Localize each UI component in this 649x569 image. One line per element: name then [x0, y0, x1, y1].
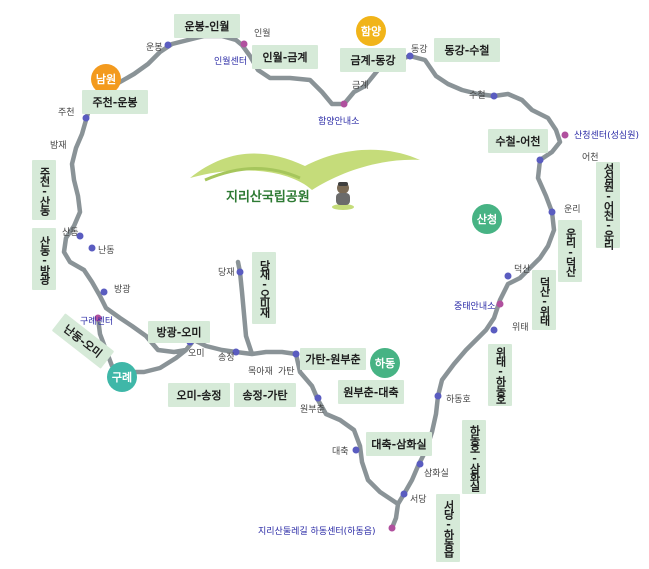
node-gatan: [292, 350, 300, 358]
region-gurye-badge: 구례: [107, 362, 137, 392]
segment-daechuk-samhwasil[interactable]: 대축-삼화실: [366, 432, 432, 456]
town-label: 서당: [410, 495, 427, 505]
node-eocheon: [536, 156, 544, 164]
town-label: 오미: [188, 349, 205, 359]
segment-witae-hadongho[interactable]: 위태-하동호: [488, 344, 512, 406]
segment-seodang-hadongeup[interactable]: 서당-하동읍: [436, 494, 460, 562]
center-label: 구례센터: [80, 317, 114, 327]
center-label: 인월센터: [214, 57, 248, 67]
segment-sandong-bangkwang[interactable]: 산동-방광: [32, 228, 56, 290]
town-label: 당재: [218, 268, 235, 278]
segment-omi-songjeong[interactable]: 오미-송정: [168, 383, 230, 407]
node-sandong: [76, 232, 84, 240]
segment-jucheon-unbong[interactable]: 주천-운봉: [82, 90, 148, 114]
town-label: 밤재: [50, 141, 67, 151]
node-inwol: [240, 40, 248, 48]
segment-wonbuchun-daechuk[interactable]: 원부춘-대축: [338, 380, 404, 404]
trail-route: [61, 33, 563, 531]
town-label: 송정: [218, 353, 235, 363]
town-label: 어천: [582, 153, 599, 163]
segment-donggang-sucheol[interactable]: 동강-수철: [434, 38, 500, 62]
town-label: 원부춘: [300, 405, 325, 415]
region-hamyang-badge: 함양: [356, 16, 386, 46]
node-hadong-center: [388, 524, 396, 532]
segment-hadongho-samhwasil[interactable]: 하동호-삼화실: [462, 420, 486, 494]
node-seodang: [400, 490, 408, 498]
ranger-icon: [330, 180, 356, 210]
node-hadongho: [434, 392, 442, 400]
town-label: 목아재: [248, 367, 273, 377]
segment-songjeong-gatan[interactable]: 송정-가탄: [234, 383, 296, 407]
segment-gatan-wonbuchun[interactable]: 가탄-원부춘: [300, 348, 366, 370]
town-label: 난동: [98, 246, 115, 256]
node-nandong: [88, 244, 96, 252]
node-bangkwang: [100, 288, 108, 296]
trail-nodes: [76, 40, 569, 532]
node-songjeong: [232, 348, 240, 356]
town-label: 운리: [564, 205, 581, 215]
town-label: 동강: [411, 45, 428, 55]
segment-jucheon-sandong[interactable]: 주천-산동: [32, 160, 56, 220]
node-unbong: [164, 41, 172, 49]
town-label: 대축: [332, 447, 349, 457]
town-label: 삼화실: [424, 469, 449, 479]
node-jucheon: [82, 114, 90, 122]
segment-unri-deoksan[interactable]: 운리-덕산: [558, 220, 582, 282]
town-label: 덕산: [514, 265, 531, 275]
town-label: 위태: [512, 323, 529, 333]
region-hadong-badge: 하동: [370, 348, 400, 378]
town-label: 인월: [254, 29, 271, 39]
center-label: 지리산둘레길 하동센터(하동읍): [258, 527, 376, 537]
node-jungtae: [496, 300, 504, 308]
region-sancheong-badge: 산청: [472, 204, 502, 234]
node-deoksan: [504, 272, 512, 280]
center-label: 산청센터(성심원): [574, 131, 639, 141]
node-gurye-center: [94, 314, 102, 322]
town-label: 금계: [352, 81, 369, 91]
segment-geumgye-donggang[interactable]: 금계-동강: [340, 48, 406, 72]
segment-sucheol-eocheon[interactable]: 수철-어천: [488, 129, 548, 153]
segment-unbong-inwol[interactable]: 운봉-인월: [174, 14, 240, 38]
town-label: 산동: [62, 228, 79, 238]
segment-inwol-geumgye[interactable]: 인월-금계: [252, 45, 318, 69]
town-label: 주천: [58, 108, 75, 118]
mountain-emblem: [190, 149, 420, 190]
park-name: 지리산국립공원: [226, 190, 310, 205]
node-wonbuchun: [314, 394, 322, 402]
town-label: 방광: [114, 285, 131, 295]
node-donggang: [406, 52, 414, 60]
segment-dangjae-omijae[interactable]: 당재-오미재: [252, 252, 276, 324]
region-namwon-badge: 남원: [91, 64, 121, 94]
center-label: 중태안내소: [454, 302, 496, 312]
town-label: 수철: [469, 91, 486, 101]
town-label: 운봉: [146, 43, 163, 53]
node-sucheol: [490, 92, 498, 100]
node-sancheong-center: [561, 131, 569, 139]
segment-deoksan-witae[interactable]: 덕산-위태: [532, 270, 556, 330]
center-label: 함양안내소: [318, 117, 360, 127]
town-label: 가탄: [278, 367, 295, 377]
segment-bangkwang-omi[interactable]: 방광-오미: [148, 321, 210, 343]
town-label: 하동호: [446, 395, 471, 405]
node-samhwasil: [416, 460, 424, 468]
node-dangjae: [236, 268, 244, 276]
node-witae: [490, 326, 498, 334]
node-daechuk: [352, 446, 360, 454]
node-geumgye: [340, 100, 348, 108]
node-unri: [548, 208, 556, 216]
segment-seongsimwon-eocheon-unri[interactable]: 성심원-어천-운리: [596, 162, 620, 248]
